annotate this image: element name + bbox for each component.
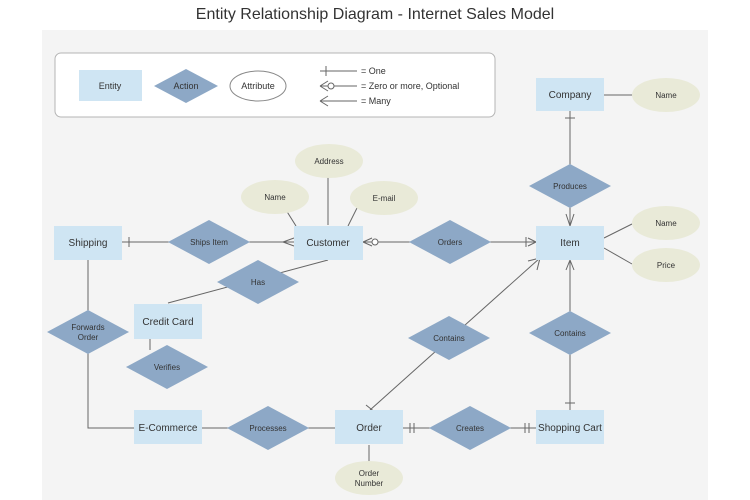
attr-order-number	[335, 461, 403, 495]
legend-attribute-label: Attribute	[241, 81, 275, 91]
action-has	[217, 260, 299, 304]
action-orders	[409, 220, 491, 264]
line-item-name	[603, 223, 633, 239]
line-item-price	[603, 247, 633, 265]
label-company-name: Name	[655, 91, 677, 100]
label-has: Has	[251, 278, 265, 287]
legend-zero-crow-bottom	[319, 85, 329, 92]
label-orders: Orders	[438, 238, 462, 247]
label-address: Address	[314, 157, 343, 166]
orders-crow-top	[362, 237, 373, 243]
item-crow-right-top	[569, 213, 575, 227]
attribute-labels: Name Address Name E-mail Name Price Orde…	[264, 91, 677, 488]
label-order-number-line2: Number	[355, 479, 384, 488]
legend-entity-label: Entity	[99, 81, 122, 91]
entity-customer	[294, 226, 363, 260]
action-contains-left	[408, 316, 490, 360]
item-many-top	[527, 237, 537, 243]
label-ecommerce: E-Commerce	[139, 423, 198, 434]
orders-crow-bottom	[362, 241, 373, 247]
label-contains-right: Contains	[554, 329, 586, 338]
label-creates: Creates	[456, 424, 484, 433]
label-company: Company	[549, 90, 592, 101]
item-cart-crow-r	[569, 259, 575, 271]
label-credit-card: Credit Card	[142, 317, 193, 328]
entity-order	[335, 410, 403, 444]
attr-item-name	[632, 206, 700, 240]
label-email: E-mail	[373, 194, 396, 203]
entity-shopping-cart	[536, 410, 604, 444]
diagram-title: Entity Relationship Diagram - Internet S…	[195, 6, 555, 23]
label-produces: Produces	[553, 182, 587, 191]
label-contains-left: Contains	[433, 334, 465, 343]
legend-zero-label: = Zero or more, Optional	[361, 81, 459, 91]
customer-crow-top	[282, 237, 295, 243]
action-verifies	[126, 345, 208, 389]
action-processes	[227, 406, 309, 450]
label-shopping-cart: Shopping Cart	[538, 423, 602, 434]
legend-zero-circle	[327, 82, 335, 90]
label-verifies: Verifies	[154, 363, 180, 372]
customer-crow-bottom	[282, 241, 295, 247]
entities	[54, 78, 604, 444]
action-forwards-order	[47, 310, 129, 354]
attr-email	[350, 181, 418, 215]
attr-company-name	[632, 78, 700, 112]
legend-many-crow-top	[319, 95, 329, 102]
label-ships-item: Ships Item	[190, 238, 228, 247]
action-creates	[429, 406, 511, 450]
entity-labels: Company Shipping Customer Item Credit Ca…	[69, 90, 603, 434]
label-item-name: Name	[655, 219, 677, 228]
legend-many-crow-bottom	[319, 100, 329, 107]
label-customer-name: Name	[264, 193, 286, 202]
entity-credit-card	[134, 304, 202, 339]
label-processes: Processes	[249, 424, 286, 433]
legend-zero-crow-top	[319, 80, 329, 87]
item-cart-crow-l	[565, 259, 571, 271]
entity-item	[536, 226, 604, 260]
item-crow-left-top	[565, 213, 571, 227]
action-labels: Produces Ships Item Orders Has Forwards …	[71, 182, 587, 433]
legend-action-shape	[154, 69, 218, 103]
label-customer: Customer	[306, 238, 350, 249]
item-many-bottom	[527, 241, 537, 247]
entity-company	[536, 78, 604, 111]
orders-zero-circle	[371, 238, 379, 246]
legend-many-label: = Many	[361, 96, 391, 106]
label-price: Price	[657, 261, 676, 270]
label-order: Order	[356, 423, 382, 434]
legend-action-label: Action	[173, 81, 198, 91]
label-shipping: Shipping	[69, 238, 108, 249]
label-forwards-order-line2: Order	[78, 333, 99, 342]
action-produces	[529, 164, 611, 208]
label-forwards-order-line1: Forwards	[71, 323, 104, 332]
attr-customer-name	[241, 180, 309, 214]
action-ships-item	[168, 220, 250, 264]
legend-one-label: = One	[361, 66, 386, 76]
entity-shipping	[54, 226, 122, 260]
entity-ecommerce	[134, 410, 202, 444]
legend: Entity Action Attribute = One = Zero or …	[54, 52, 496, 118]
attributes	[241, 78, 700, 495]
attr-price	[632, 248, 700, 282]
legend-entity-shape	[79, 70, 142, 101]
legend-attribute-shape	[229, 70, 287, 102]
attr-address	[295, 144, 363, 178]
action-contains-right	[529, 311, 611, 355]
label-order-number-line1: Order	[359, 469, 380, 478]
actions	[47, 164, 611, 450]
label-item: Item	[560, 238, 579, 249]
line-customer-email	[347, 205, 359, 227]
